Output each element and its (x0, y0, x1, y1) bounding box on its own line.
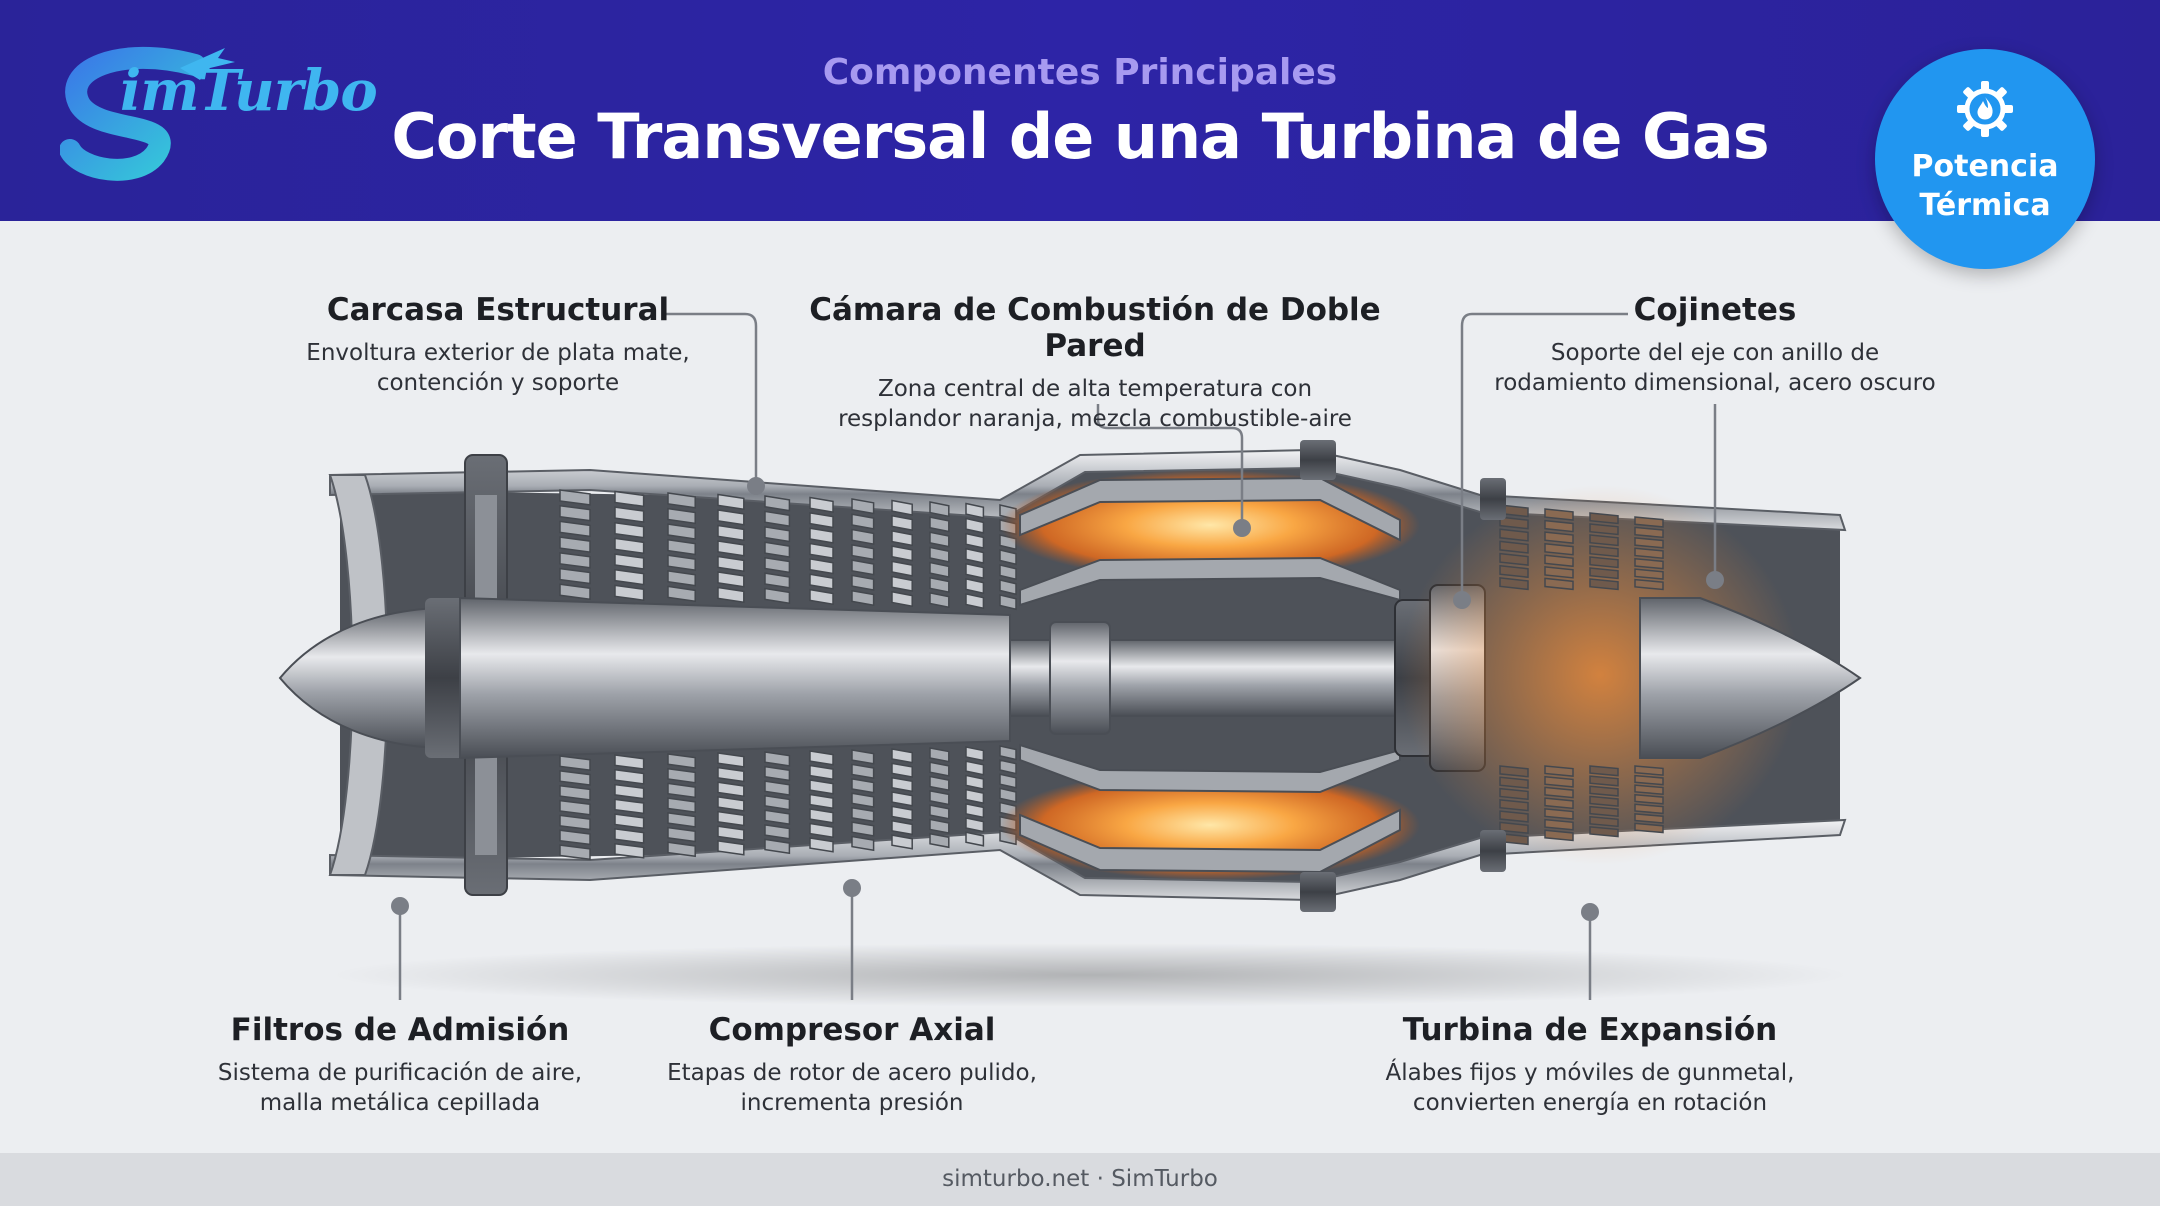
engine-cutaway-diagram (278, 312, 1862, 1007)
potencia-termica-badge: Potencia Térmica (1875, 49, 2095, 269)
callout-carcasa-estructural: Carcasa Estructural Envoltura exterior d… (248, 292, 748, 398)
callout-desc-1: Envoltura exterior de plata mate, (306, 340, 690, 366)
callout-desc-2: contención y soporte (376, 370, 620, 396)
callout-desc-2: incrementa presión (740, 1090, 964, 1116)
callout-desc-1: Zona central de alta temperatura con (877, 376, 1313, 402)
logo-text: imTurbo (120, 58, 378, 124)
compressor-blade-stage (559, 489, 591, 861)
callout-desc-1: Soporte del eje con anillo de (1550, 340, 1880, 366)
callout-compresor-axial: Compresor Axial Etapas de rotor de acero… (602, 1012, 1102, 1118)
simturbo-logo (60, 46, 235, 181)
callout-desc-2: malla metálica cepillada (259, 1090, 541, 1116)
compressor-blade-stage (764, 495, 791, 855)
callout-cojinetes: Cojinetes Soporte del eje con anillo de r… (1465, 292, 1965, 398)
compressor-blade-stage (929, 501, 950, 849)
footer-text: simturbo.net · SimTurbo (942, 1166, 1218, 1192)
gear-flame-icon (1957, 81, 2013, 137)
callout-desc-2: resplandor naranja, mezcla combustible-a… (838, 406, 1352, 432)
badge-line-2: Térmica (1919, 188, 2051, 223)
compressor-blade-stage (851, 498, 875, 852)
compressor-blade-stage (717, 493, 745, 856)
callout-filtros-admision: Filtros de Admisión Sistema de purificac… (150, 1012, 650, 1118)
turbine-blade-stage (1499, 504, 1529, 846)
callout-title: Compresor Axial (708, 1012, 996, 1048)
page-title: Corte Transversal de una Turbina de Gas (391, 100, 1769, 173)
turbine-blade-stage (1634, 516, 1664, 834)
callout-title: Cámara de Combustión de Doble Pared (809, 292, 1381, 364)
compressor-blade-stage (891, 499, 913, 850)
compressor-blade-stage (667, 492, 696, 858)
compressor-blade-stage (809, 496, 834, 853)
compressor-blade-stage (965, 502, 985, 847)
footer: simturbo.net · SimTurbo (0, 1153, 2160, 1206)
callout-desc-1: Sistema de purificación de aire, (217, 1060, 583, 1086)
header-bar: imTurbo Componentes Principales Corte Tr… (0, 0, 2160, 221)
callout-title: Cojinetes (1633, 292, 1797, 328)
page-subtitle: Componentes Principales (822, 52, 1338, 93)
callout-camara-combustion: Cámara de Combustión de Doble Pared Zona… (775, 292, 1415, 434)
airplane-icon (180, 48, 235, 80)
callout-desc-1: Etapas de rotor de acero pulido, (667, 1060, 1037, 1086)
badge-line-1: Potencia (1911, 149, 2059, 184)
callout-title: Turbina de Expansión (1402, 1012, 1778, 1048)
callout-desc-2: convierten energía en rotación (1412, 1090, 1768, 1116)
callout-desc-1: Álabes fijos y móviles de gunmetal, (1385, 1060, 1795, 1086)
callout-title: Filtros de Admisión (230, 1012, 570, 1048)
callout-turbina-expansion: Turbina de Expansión Álabes fijos y móvi… (1340, 1012, 1840, 1118)
turbine-blade-stage (1544, 508, 1574, 842)
turbine-blade-stage (1589, 512, 1619, 838)
compressor-blade-stage (614, 490, 645, 859)
callout-title: Carcasa Estructural (326, 292, 670, 328)
callout-desc-2: rodamiento dimensional, acero oscuro (1494, 370, 1936, 396)
